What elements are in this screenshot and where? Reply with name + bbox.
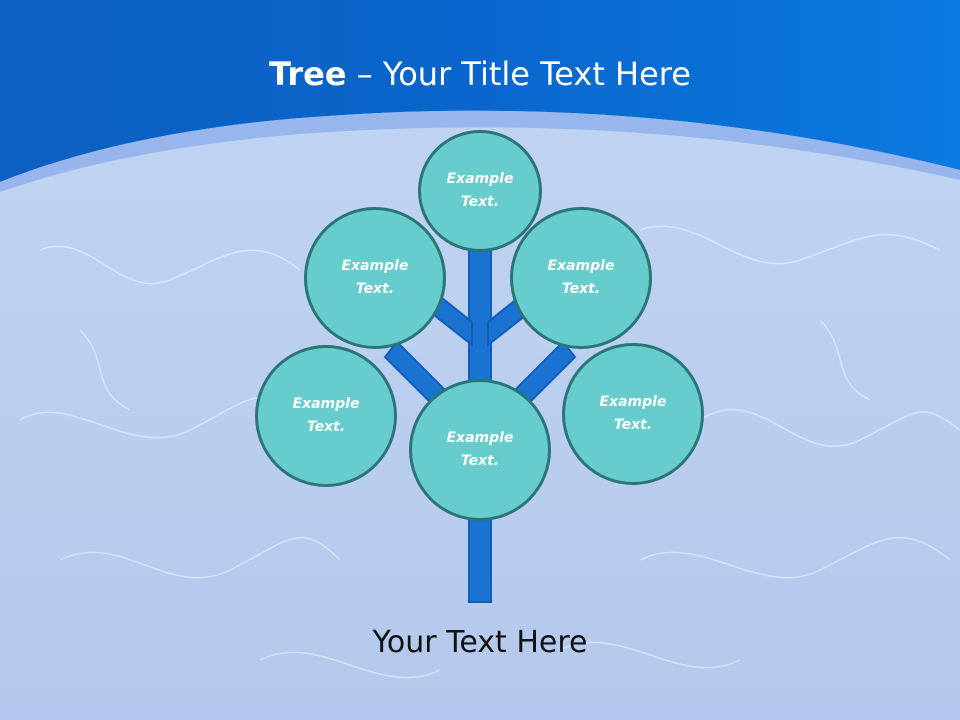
tree-node-top: Example Text. — [418, 130, 542, 252]
title-dash: – — [346, 55, 383, 93]
tree-node-label: Example Text. — [599, 394, 667, 433]
water-caustics — [19, 225, 960, 679]
tree-node-upper-left: Example Text. — [304, 207, 446, 349]
tree-node-center: Example Text. — [409, 379, 551, 521]
tree-node-upper-right: Example Text. — [510, 207, 652, 349]
tree-node-label: Example Text. — [547, 258, 615, 297]
footer-text: Your Text Here — [372, 625, 588, 660]
tree-node-label: Example Text. — [341, 258, 409, 297]
title-text: Your Title Text Here — [382, 55, 691, 93]
tree-node-lower-right: Example Text. — [562, 343, 704, 485]
slide-title: Tree – Your Title Text Here — [0, 52, 960, 96]
tree-node-label: Example Text. — [446, 171, 514, 210]
header-arc — [0, 110, 960, 192]
tree-node-label: Example Text. — [292, 396, 360, 435]
header-band — [0, 0, 960, 182]
tree-node-label: Example Text. — [446, 430, 514, 469]
title-bold: Tree — [269, 55, 347, 93]
tree-node-lower-left: Example Text. — [255, 345, 397, 487]
